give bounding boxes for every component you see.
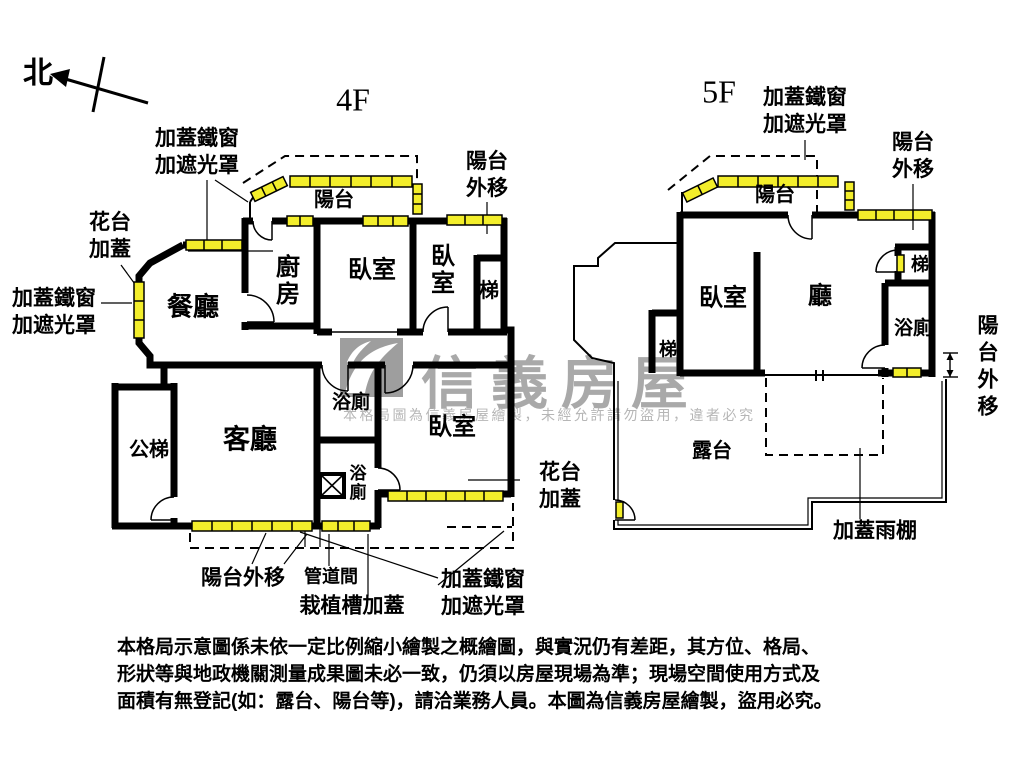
- f4-bedroom-bottom-label: 臥室: [428, 413, 476, 441]
- f4-public-stairs-label: 公梯: [129, 439, 169, 462]
- north-label: 北: [23, 56, 53, 90]
- f4-living-label: 客廳: [223, 424, 277, 455]
- thin-outlines: [249, 192, 947, 530]
- dimension-arrow: [943, 352, 958, 378]
- f4-bedroom-top-label: 臥室: [348, 256, 396, 284]
- f4-ann-planter-cover: 栽植槽加蓋: [299, 594, 405, 618]
- leader-lines: [101, 140, 914, 596]
- f4-bath-label: 浴廁: [331, 391, 371, 413]
- f4-kitchen-label: 廚房: [276, 254, 300, 308]
- f4-title: 4F: [336, 81, 370, 118]
- door-arcs: [150, 214, 899, 521]
- f5-ann-rain-canopy: 加蓋雨棚: [833, 519, 917, 543]
- f5-hall-label: 廳: [808, 282, 832, 310]
- f4-pipe-duct-label: 管道間: [304, 566, 358, 587]
- f4-balcony-label: 陽台: [314, 189, 354, 212]
- pipe-shaft-icon: [318, 472, 346, 499]
- f4-dining-label: 餐廳: [166, 291, 220, 322]
- disclaimer-text: 本格局示意圖係未依一定比例縮小繪製之概繪圖，與實況仍有差距，其方位、格局、 形狀…: [117, 637, 833, 712]
- f5-terrace-label: 露台: [692, 440, 732, 463]
- f4-bedroom-right-label: 臥室: [431, 243, 455, 297]
- f4-ann-iron-window-top: 加蓋鐵窗 加遮光罩: [155, 127, 239, 177]
- f4-ann-balcony-out-top: 陽台 外移: [466, 150, 508, 200]
- watermark-notice: 本格局圖為信義房屋繪製，未經允許請勿盜用，違者必究: [343, 407, 756, 423]
- f5-bath-label: 浴廁: [893, 317, 933, 339]
- f4-bath-small-label: 浴廁: [349, 463, 367, 502]
- f4-ann-iron-window-bottom: 加蓋鐵窗 加遮光罩: [441, 568, 525, 618]
- f4-ann-flower-left: 花台 加蓋: [89, 211, 131, 261]
- f5-ann-iron-window-top: 加蓋鐵窗 加遮光罩: [763, 86, 847, 136]
- f5-balcony-label: 陽台: [755, 184, 795, 207]
- f4-stairs-label: 梯: [479, 280, 499, 303]
- f5-ann-balcony-out-right: 陽台 外移: [977, 314, 999, 418]
- f4-ann-iron-window-left: 加蓋鐵窗 加遮光罩: [12, 287, 96, 337]
- f5-bedroom-label: 臥室: [699, 284, 747, 312]
- f5-stairs-left-label: 梯: [659, 339, 677, 360]
- f4-ann-flower-right: 花台 加蓋: [539, 461, 581, 511]
- f4-ann-balcony-out-bottom: 陽台外移: [201, 566, 285, 590]
- dashed-outlines: [189, 155, 884, 549]
- f5-stairs-right-label: 梯: [911, 254, 929, 275]
- f5-ann-balcony-out-top: 陽台 外移: [892, 131, 934, 181]
- north-arrow-icon: [50, 56, 149, 113]
- window-strips: [133, 175, 933, 532]
- f5-title: 5F: [702, 73, 736, 110]
- f5-walls: [648, 211, 936, 377]
